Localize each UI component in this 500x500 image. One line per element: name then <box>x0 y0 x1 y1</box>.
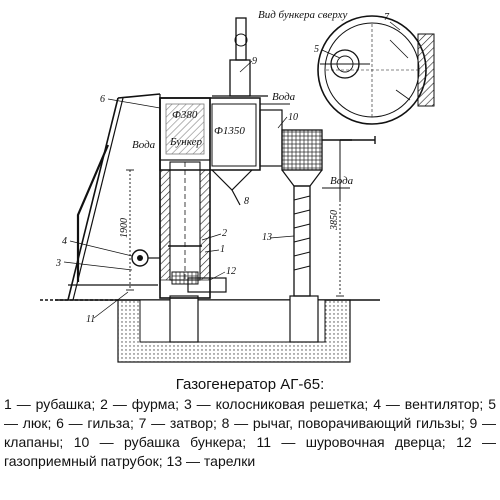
legend-item: 3 — колосниковая решетка; <box>183 396 369 412</box>
water-label-right: Вода <box>330 175 354 187</box>
callout-4: 4 <box>62 236 67 247</box>
callout-6: 6 <box>100 94 105 105</box>
legend-item: 6 — гильза; <box>56 415 134 431</box>
legend-item: 8 — рычаг, поворачивающий гильзы; <box>221 415 465 431</box>
inlet-pipe <box>340 136 376 144</box>
bunker-top-view <box>317 15 435 125</box>
dimension-right <box>336 140 344 297</box>
legend-item: 13 — тарелки <box>166 453 256 469</box>
diameter-1350-label: Ф1350 <box>214 125 245 137</box>
gas-generator-drawing: 1900 <box>40 9 435 363</box>
callout-3: 3 <box>55 258 61 269</box>
callout-10: 10 <box>288 112 298 123</box>
ventilator <box>131 249 160 267</box>
legend-item: 10 — рубашка бункера; <box>73 434 247 450</box>
callout-5: 5 <box>314 44 319 55</box>
legend-item: 5 — люк; <box>4 396 497 431</box>
scrubber-column <box>281 129 352 297</box>
legend-item: 2 — фурма; <box>100 396 180 412</box>
callout-11: 11 <box>86 314 95 325</box>
bunker-label: Бункер <box>169 136 202 148</box>
legend-item: 9 — клапаны; <box>4 415 497 450</box>
support-frame <box>67 93 161 301</box>
legend-item: 1 — рубашка; <box>4 396 96 412</box>
figure-caption: Газогенератор АГ-65: 1 — рубашка; 2 — фу… <box>4 376 496 471</box>
water-label-left: Вода <box>132 139 156 151</box>
caption-title: Газогенератор АГ-65: <box>175 376 325 393</box>
diameter-380-label: Ф380 <box>172 109 198 121</box>
foundation <box>117 295 351 363</box>
leader-lines <box>63 21 401 319</box>
legend-item: 7 — затвор; <box>138 415 217 431</box>
callout-12: 12 <box>226 266 236 277</box>
callout-8: 8 <box>244 196 249 207</box>
dimension-3850-label: 3850 <box>329 210 340 231</box>
legend-item: 11 — шуровочная дверца; <box>256 434 446 450</box>
callout-1: 1 <box>220 244 225 255</box>
callout-7: 7 <box>384 12 390 23</box>
callout-13: 13 <box>262 232 272 243</box>
callout-2: 2 <box>222 228 227 239</box>
caption-legend: 1 — рубашка; 2 — фурма; 3 — колосниковая… <box>4 395 496 471</box>
callout-9: 9 <box>252 56 257 67</box>
bunker-top-view-label: Вид бункера сверху <box>258 9 347 21</box>
water-label-top: Вода <box>272 91 296 103</box>
dimension-1900-label: 1900 <box>119 218 130 238</box>
legend-item: 12 — газоприемный патрубок; <box>4 434 497 469</box>
legend-item: 4 — вентилятор; <box>373 396 484 412</box>
